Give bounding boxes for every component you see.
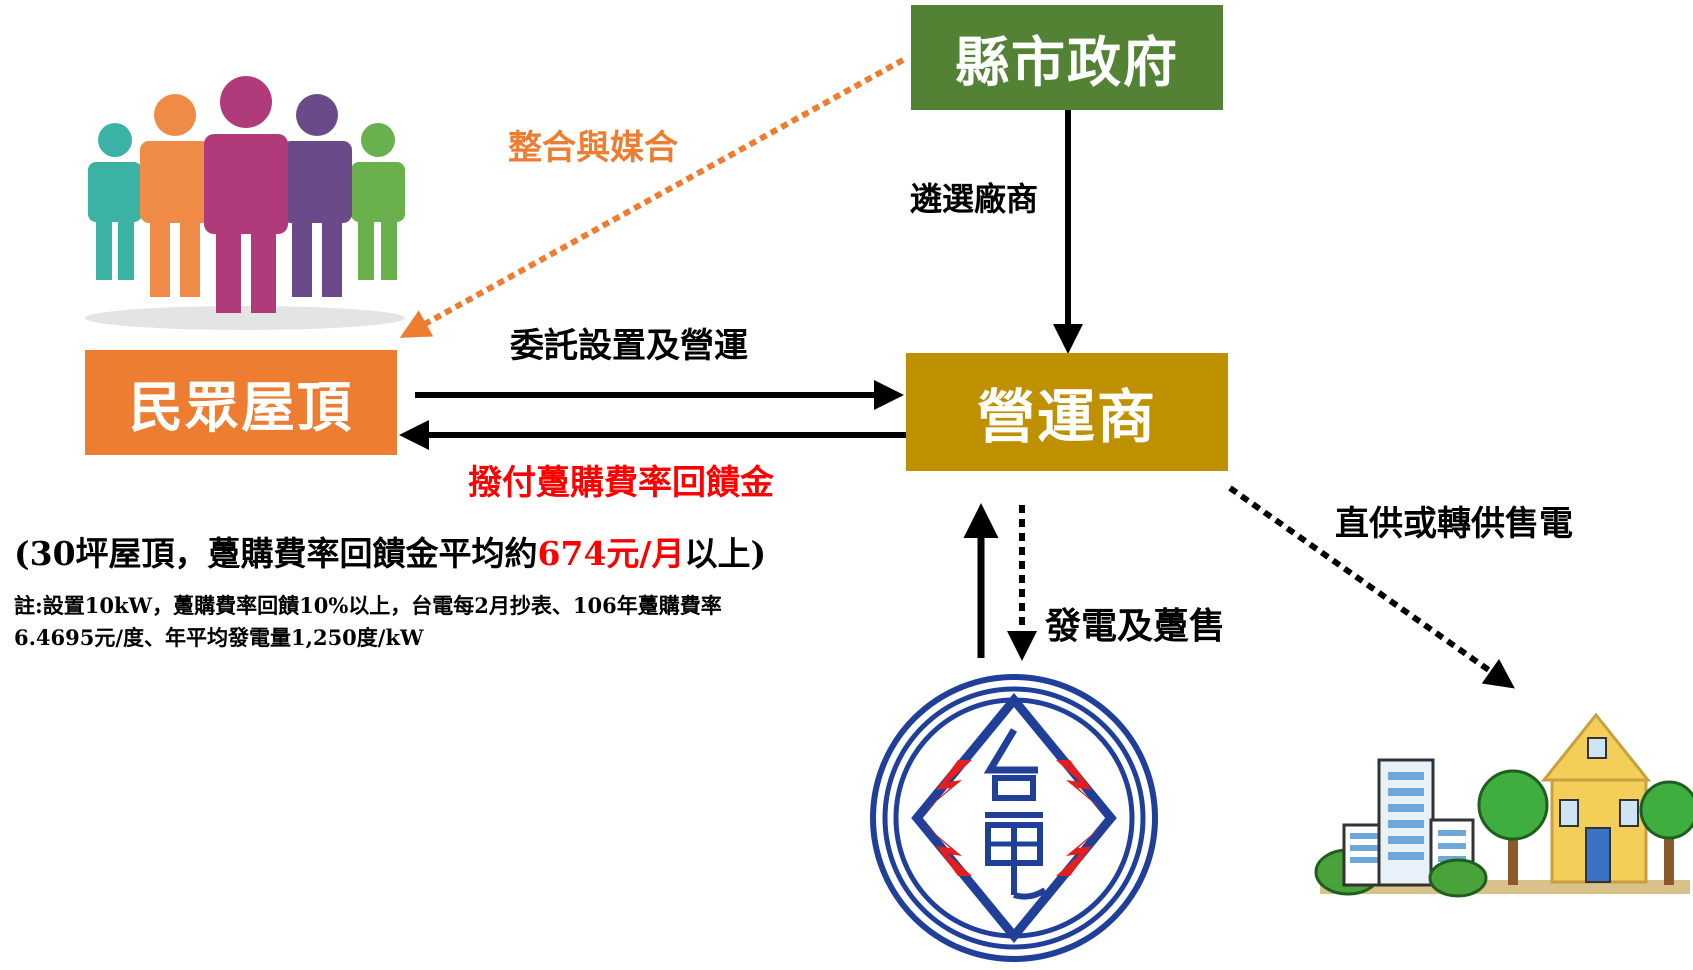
- summary-suffix: 以上): [684, 534, 767, 573]
- county-government-box: 縣市政府: [911, 5, 1223, 110]
- summary-prefix: (30坪屋頂，躉購費率回饋金平均約: [14, 534, 538, 573]
- direct-supply-label: 直供或轉供售電: [1335, 504, 1573, 544]
- people-group-icon: [85, 76, 405, 330]
- generate-sell-label: 發電及躉售: [1045, 606, 1226, 647]
- integrate-match-label: 整合與媒合: [508, 128, 678, 168]
- county-government-label: 縣市政府: [955, 31, 1179, 94]
- buildings-house-icon: [1314, 712, 1693, 898]
- direct-supply-arrow: [1228, 485, 1515, 689]
- note-line-1: 註:設置10kW，躉購費率回饋10%以上，台電每2月抄表、106年躉購費率: [14, 593, 722, 618]
- commission-label: 委託設置及營運: [510, 326, 748, 366]
- select-vendor-label: 遴選廠商: [910, 180, 1039, 218]
- operator-box: 營運商: [906, 353, 1228, 471]
- note-line-2: 6.4695元/度、年平均發電量1,250度/kW: [14, 625, 424, 650]
- public-rooftop-box: 民眾屋頂: [85, 350, 397, 455]
- rooftop-summary: (30坪屋頂，躉購費率回饋金平均約674元/月以上): [14, 527, 766, 575]
- public-rooftop-label: 民眾屋頂: [129, 376, 353, 439]
- operator-label: 營運商: [976, 383, 1157, 451]
- summary-highlight: 674元/月: [537, 534, 685, 573]
- integrate-arrow: [399, 57, 905, 338]
- payment-label: 撥付躉購費率回饋金: [468, 463, 774, 503]
- taipower-logo-icon: [870, 674, 1158, 962]
